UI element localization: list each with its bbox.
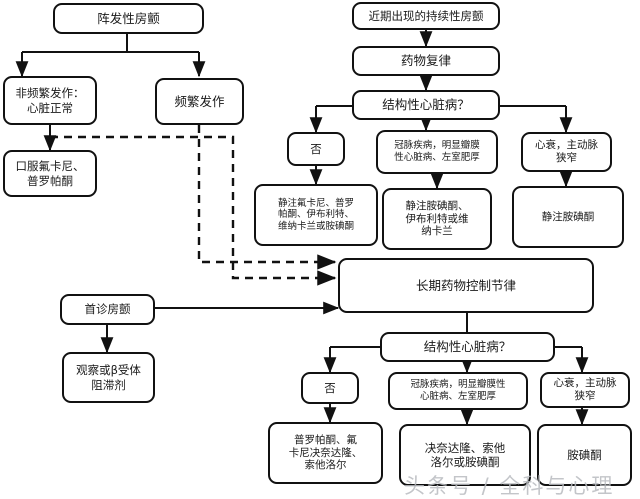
node-recent-persistent-af[interactable]: 近期出现的持续性房颤 [352, 2, 500, 30]
node-long-term-rhythm-control[interactable]: 长期药物控制节律 [338, 258, 594, 313]
node-cad-valvular-lvh-bottom[interactable]: 冠脉疾病，明显瓣膜性 心脏病、左室肥厚 [388, 372, 528, 410]
node-no-branch-bottom[interactable]: 否 [301, 372, 359, 404]
node-hf-aortic-stenosis-top[interactable]: 心衰，主动脉 狭窄 [521, 132, 612, 172]
node-first-diagnosed-af[interactable]: 首诊房颤 [60, 294, 155, 325]
node-paroxysmal-af[interactable]: 阵发性房颤 [53, 3, 204, 34]
node-propafenone-flecainide-dronedarone-sotalol[interactable]: 普罗帕酮、氟 卡尼决奈达隆、 索他洛尔 [268, 422, 383, 484]
node-observe-or-beta-blocker[interactable]: 观察或β受体 阻滞剂 [62, 352, 155, 403]
node-infrequent-normal-heart[interactable]: 非频繁发作： 心脏正常 [3, 76, 97, 125]
node-cad-valvular-lvh-top[interactable]: 冠脉疾病，明显瓣膜 性心脏病、左室肥厚 [376, 130, 498, 174]
watermark-text: 头条号 / 全科与心理 [404, 474, 615, 498]
node-iv-flecainide-group[interactable]: 静注氟卡尼、普罗 帕酮、伊布利特、 维纳卡兰或胺碘酮 [254, 184, 378, 246]
node-iv-amiodarone-ibutilide-vernakalant[interactable]: 静注胺碘酮、 伊布利特或维 纳卡兰 [382, 188, 492, 250]
node-oral-flecainide-propafenone[interactable]: 口服氟卡尼、 普罗帕酮 [3, 150, 97, 197]
node-structural-heart-disease-question-bottom[interactable]: 结构性心脏病？ [380, 332, 555, 362]
node-pharmacologic-cardioversion[interactable]: 药物复律 [352, 46, 500, 76]
node-frequent-episodes[interactable]: 频繁发作 [155, 78, 244, 125]
node-dronedarone-sotalol-amiodarone[interactable]: 决奈达隆、索他 洛尔或胺碘酮 [399, 424, 531, 486]
node-hf-aortic-stenosis-bottom[interactable]: 心衰，主动脉 狭窄 [540, 372, 630, 408]
node-iv-amiodarone[interactable]: 静注胺碘酮 [512, 186, 624, 248]
node-no-branch-top[interactable]: 否 [287, 132, 345, 166]
node-structural-heart-disease-question-top[interactable]: 结构性心脏病？ [352, 90, 500, 120]
